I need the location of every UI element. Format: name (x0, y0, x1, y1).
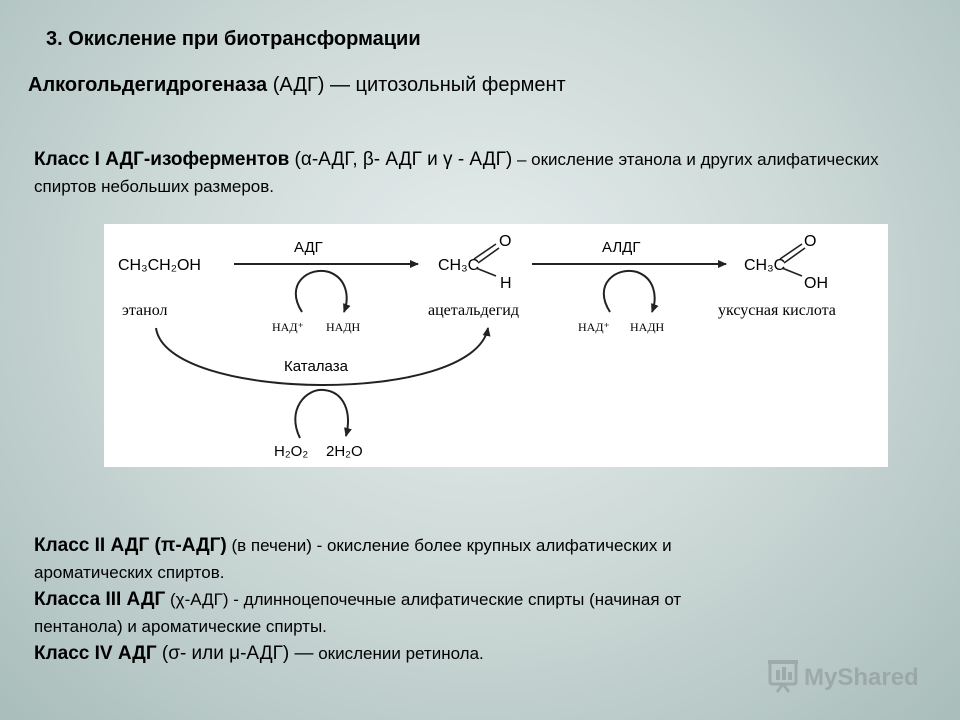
ethanol-name: этанол (122, 302, 168, 319)
myshared-watermark: MyShared (766, 656, 936, 696)
acid-double-bond (779, 243, 803, 260)
reaction-diagram: CH₃CH₂OH этанол АДГ НАД⁺ НАДН CH₃C O H а… (104, 224, 888, 467)
acetic-acid-name: уксусная кислота (718, 302, 836, 319)
enzyme-aldh-label: АЛДГ (602, 239, 640, 256)
slide-heading: 3. Окисление при биотрансформации (46, 28, 421, 50)
presentation-logo-icon (768, 660, 798, 693)
nadh-label-1: НАДН (326, 320, 361, 334)
class-i-paren: (α-АДГ, β- АДГ и γ - АДГ) (289, 149, 513, 170)
water-label: 2H₂O (326, 443, 363, 460)
acid-double-bond-2 (783, 247, 806, 264)
isoenzyme-classes: Класс II АДГ (π-АДГ) (в печени) - окисле… (34, 532, 934, 667)
class-ii-rest: - окисление более крупных алифатических … (311, 536, 672, 555)
acetic-acid-ch3c: CH₃C (744, 257, 785, 274)
acetaldehyde-double-bond-2 (477, 247, 500, 264)
class-iii-line-1: Класса III АДГ (χ-АДГ) - длинноцепочечны… (34, 586, 934, 613)
nad-label-2: НАД⁺ (578, 320, 610, 334)
subtitle-bold: Алкогольдегидрогеназа (28, 74, 268, 96)
nad-cofactor-arc (294, 269, 351, 313)
class-iv-rest: окислении ретинола. (313, 644, 484, 663)
class-iii-paren: (χ-АДГ) (165, 590, 229, 609)
nad-label-1: НАД⁺ (272, 320, 304, 334)
acid-oh-bond (781, 267, 803, 277)
class-iii-line-2: пентанола) и ароматические спирты. (34, 617, 327, 636)
peroxide-cofactor-arc (294, 388, 352, 439)
class-ii-line-1: Класс II АДГ (π-АДГ) (в печени) - окисле… (34, 532, 934, 559)
ethanol-formula: CH₃CH₂OH (118, 257, 201, 274)
class-iii-bold: Класса III АДГ (34, 589, 166, 610)
catalase-pathway-arrow (155, 327, 491, 386)
class-i-paragraph: Класс I АДГ-изоферментов (α-АДГ, β- АДГ … (34, 146, 914, 200)
acetic-acid-o: O (804, 233, 816, 250)
acetic-acid-oh: OH (804, 275, 828, 292)
class-ii-paren: (в печени) (226, 536, 312, 555)
class-iv-bold: Класс IV АДГ (34, 643, 157, 664)
watermark-text: MyShared (804, 664, 919, 691)
acetaldehyde-double-bond (473, 243, 497, 260)
class-iii-rest: - длинноцепочечные алифатические спирты … (228, 590, 682, 609)
class-ii-bold: Класс II АДГ (π-АДГ) (34, 535, 227, 556)
acetaldehyde-h-bond (475, 267, 497, 277)
class-iv-paren: (σ- или μ-АДГ) — (156, 643, 314, 664)
nadh-label-2: НАДН (630, 320, 665, 334)
slide-subtitle: Алкогольдегидрогеназа (АДГ) — цитозольны… (28, 74, 566, 97)
class-i-rest: – окисление этанола и других алифатическ… (34, 150, 879, 196)
nad-cofactor-arc-2 (602, 269, 659, 313)
hydrogen-peroxide-label: H₂O₂ (274, 443, 308, 460)
acetaldehyde-o: O (499, 233, 511, 250)
enzyme-adh-label: АДГ (294, 239, 323, 256)
class-iv-line: Класс IV АДГ (σ- или μ-АДГ) — окислении … (34, 640, 934, 667)
catalase-label: Каталаза (284, 358, 349, 375)
subtitle-rest: (АДГ) — цитозольный фермент (267, 74, 566, 96)
class-ii-line-2: ароматических спиртов. (34, 563, 225, 582)
class-i-bold: Класс I АДГ-изоферментов (34, 149, 290, 170)
acetaldehyde-ch3c: CH₃C (438, 257, 479, 274)
acetaldehyde-h: H (500, 275, 512, 292)
acetaldehyde-name: ацетальдегид (428, 302, 519, 319)
